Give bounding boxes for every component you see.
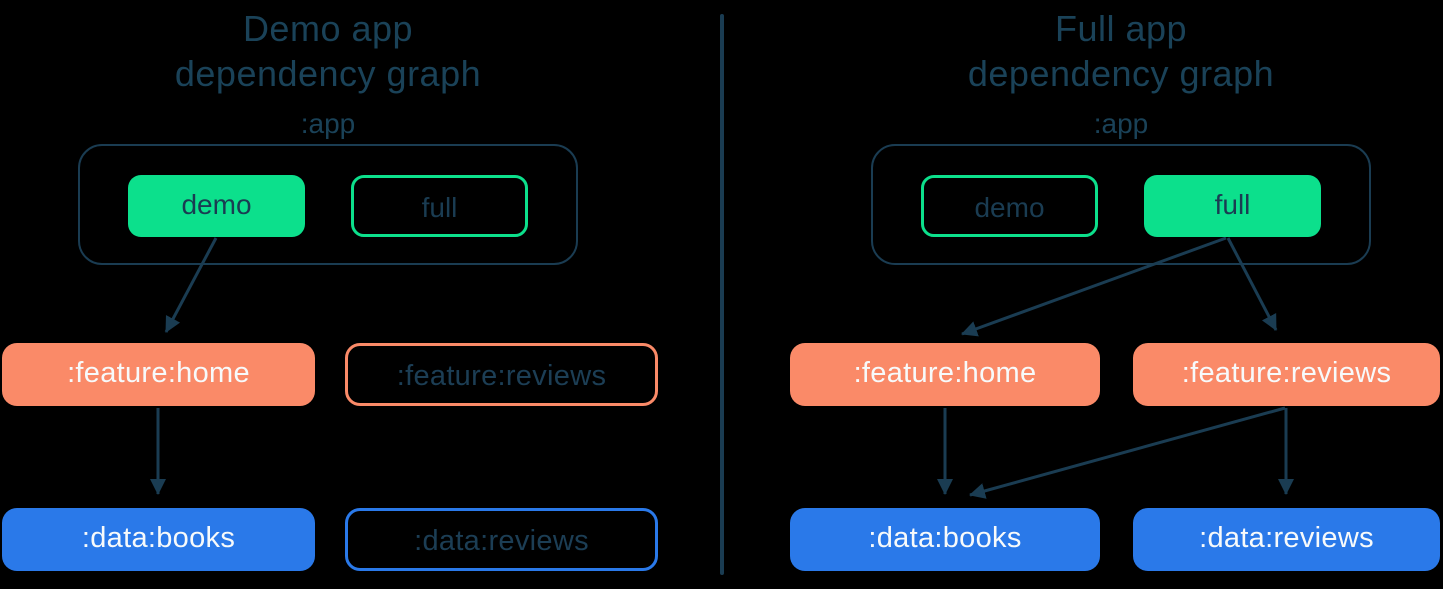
left-title-line1: Demo app [242, 8, 414, 49]
right-node-feature-home: :feature:home [790, 343, 1100, 406]
right-title-line1: Full app [1054, 8, 1188, 49]
right-chip-full: full [1144, 175, 1321, 237]
left-node-feature-home: :feature:home [2, 343, 315, 406]
edge-feature-reviews-to-data-books [969, 406, 1286, 499]
left-chip-full: full [351, 175, 528, 237]
right-title-line2: dependency graph [967, 53, 1275, 94]
left-node-data-books: :data:books [2, 508, 315, 571]
left-node-data-reviews: :data:reviews [345, 508, 658, 571]
left-chip-demo: demo [128, 175, 305, 237]
left-panel-title: Demo app dependency graph [78, 6, 578, 96]
right-app-label: :app [1093, 108, 1149, 139]
left-node-feature-reviews: :feature:reviews [345, 343, 658, 406]
left-app-label: :app [300, 108, 356, 139]
right-app-container [871, 144, 1371, 265]
left-app-container [78, 144, 578, 265]
left-title-line2: dependency graph [174, 53, 482, 94]
right-chip-demo: demo [921, 175, 1098, 237]
right-panel-title: Full app dependency graph [871, 6, 1371, 96]
right-node-data-books: :data:books [790, 508, 1100, 571]
right-node-feature-reviews: :feature:reviews [1133, 343, 1440, 406]
right-node-data-reviews: :data:reviews [1133, 508, 1440, 571]
panel-divider [720, 14, 724, 575]
